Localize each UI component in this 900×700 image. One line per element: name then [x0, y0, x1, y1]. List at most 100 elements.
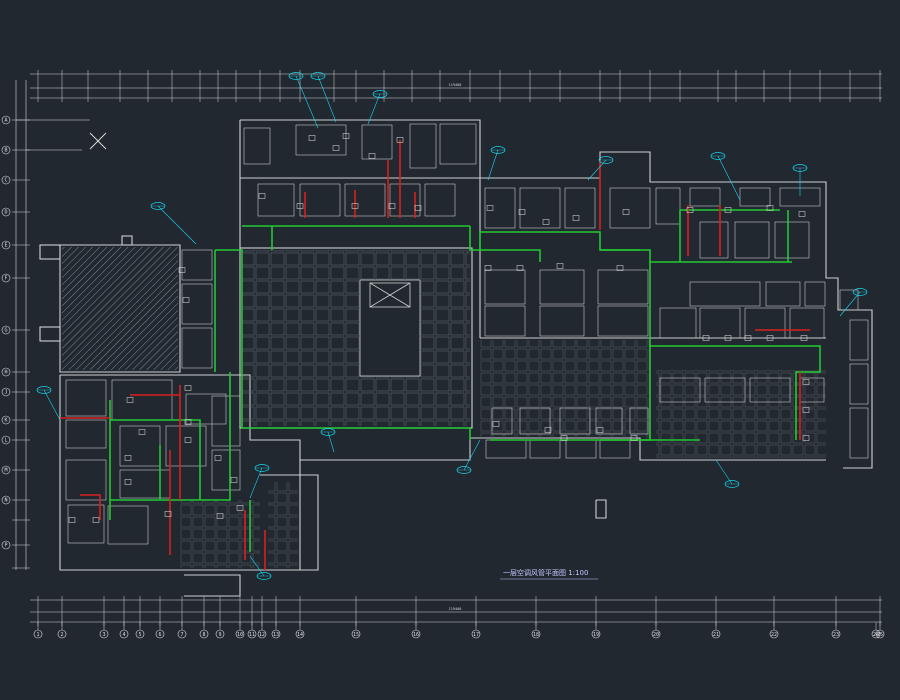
axis-label: 15	[353, 632, 359, 638]
axis-label: E	[4, 243, 7, 249]
room	[165, 425, 207, 467]
room	[484, 269, 526, 305]
room	[789, 307, 825, 339]
axis-bubble-icon	[155, 629, 165, 639]
terminal-unit	[138, 429, 146, 435]
axis-label: A	[4, 118, 7, 124]
axis-bubble-icon	[411, 629, 421, 639]
room	[659, 307, 697, 339]
room	[804, 281, 826, 307]
room	[295, 124, 347, 156]
axis-label: B	[4, 148, 7, 154]
room	[409, 123, 437, 169]
axis-bubble-icon	[1, 240, 11, 250]
axis-label: 4	[122, 632, 125, 638]
terminal-unit	[92, 517, 100, 523]
axis-label: 8	[202, 632, 205, 638]
tag-leader	[487, 149, 499, 181]
room	[659, 377, 701, 403]
room	[485, 439, 527, 459]
terminal-unit	[572, 215, 580, 221]
axis-bubble-icon	[295, 629, 305, 639]
axis-bubble-icon	[99, 629, 109, 639]
terminal-unit	[802, 379, 810, 385]
terminal-unit	[308, 135, 316, 141]
room	[67, 504, 105, 544]
terminal-unit	[516, 265, 524, 271]
atrium	[359, 279, 421, 377]
north-cross-icon	[16, 119, 107, 151]
terminal-unit	[802, 407, 810, 413]
terminal-unit	[596, 427, 604, 433]
axis-bubble-icon	[769, 629, 779, 639]
tag-leader	[317, 75, 337, 123]
room	[595, 407, 623, 435]
room	[749, 377, 791, 403]
terminal-unit	[216, 513, 224, 519]
equipment-tags	[36, 72, 868, 580]
axis-bubble-icon	[711, 629, 721, 639]
terminal-unit	[544, 427, 552, 433]
axis-label: 3	[102, 632, 105, 638]
axis-bubble-icon	[247, 629, 257, 639]
axis-bubble-icon	[177, 629, 187, 639]
terminal-unit	[178, 267, 186, 273]
axis-bubble-icon	[1, 145, 11, 155]
axis-bubble-icon	[1, 387, 11, 397]
axis-label: H	[4, 370, 7, 376]
axis-label: 25	[877, 632, 883, 638]
tag-leader	[249, 467, 263, 499]
axis-bubble-icon	[831, 629, 841, 639]
terminal-unit	[702, 335, 710, 341]
room	[211, 449, 241, 491]
axis-label: 13	[273, 632, 279, 638]
terminal-unit	[164, 511, 172, 517]
axis-bubble-icon	[591, 629, 601, 639]
room	[491, 407, 513, 435]
room	[185, 393, 227, 425]
terminal-unit	[68, 517, 76, 523]
axis-bubble-icon	[351, 629, 361, 639]
axis-bubble-icon	[531, 629, 541, 639]
room	[484, 187, 516, 229]
room	[655, 187, 681, 225]
room	[699, 307, 741, 339]
terminal-unit	[368, 153, 376, 159]
terminal-unit	[802, 435, 810, 441]
axis-label: C	[4, 178, 7, 184]
room	[65, 419, 107, 449]
terminal-unit	[342, 133, 350, 139]
tag-leader	[463, 439, 481, 471]
room	[539, 269, 585, 305]
terminal-unit	[616, 265, 624, 271]
axis-label: P	[4, 543, 7, 549]
axis-label: K	[4, 418, 7, 424]
axis-bubble-icon	[1, 540, 11, 550]
terminal-unit	[766, 335, 774, 341]
terminal-unit	[124, 479, 132, 485]
axis-label: F	[4, 276, 7, 282]
tag-leader	[157, 205, 197, 245]
terminal-unit	[184, 437, 192, 443]
axis-label: D	[4, 210, 7, 216]
terminal-unit	[182, 297, 190, 303]
room	[439, 123, 477, 165]
room	[629, 407, 649, 435]
hatched-roof-area	[62, 247, 178, 370]
bottom-dimension-total: 119400	[449, 607, 462, 611]
terminal-unit	[184, 385, 192, 391]
axis-label: 6	[158, 632, 161, 638]
terminal-unit	[542, 219, 550, 225]
terminal-unit	[518, 209, 526, 215]
axis-label: 22	[771, 632, 777, 638]
terminal-unit	[230, 477, 238, 483]
axis-bubble-icon	[215, 629, 225, 639]
axis-label: 19	[593, 632, 599, 638]
room	[243, 127, 271, 165]
room	[739, 187, 771, 207]
axis-bubble-icon	[235, 629, 245, 639]
axis-bubble-icon	[135, 629, 145, 639]
room	[849, 363, 869, 405]
